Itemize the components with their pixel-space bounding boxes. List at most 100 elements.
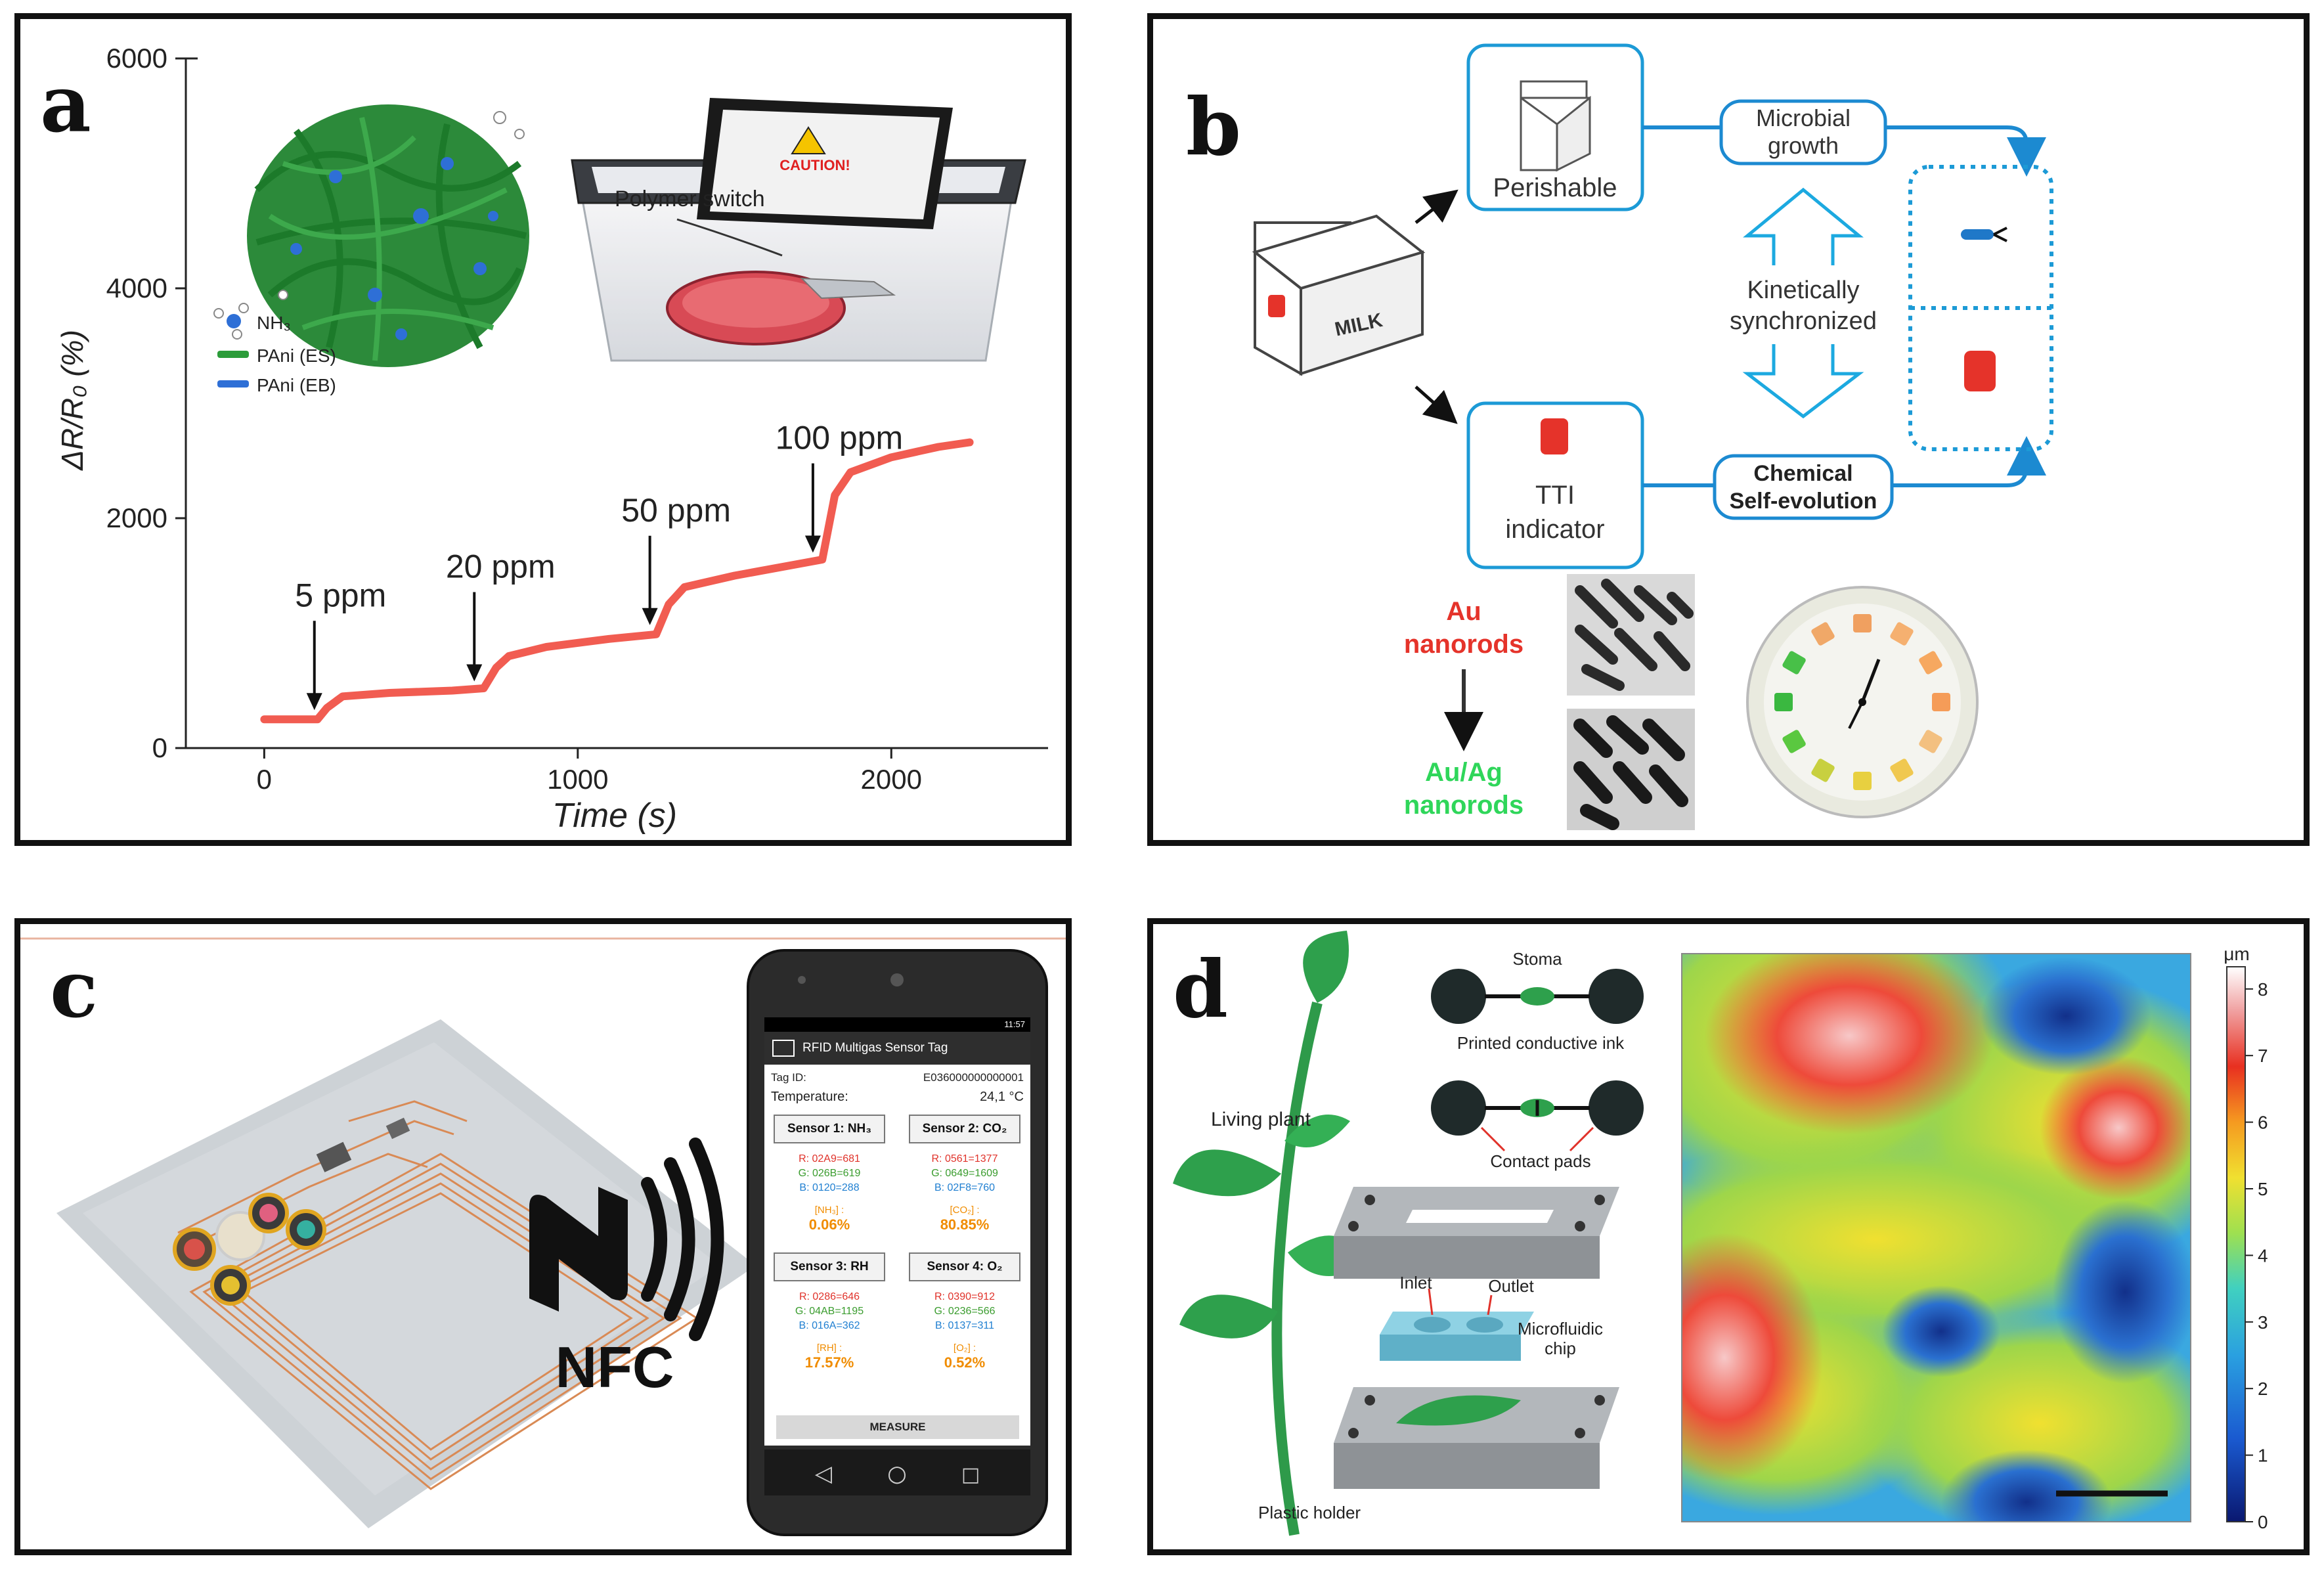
clock-indicator-square <box>1782 730 1806 753</box>
kinetic-label-2: synchronized <box>1730 307 1877 335</box>
tti-red-cube-icon <box>1541 418 1568 454</box>
tem-image-au <box>1567 574 1695 696</box>
sensor-3-value: 17.57% <box>804 1354 854 1371</box>
sensor-1-value: 0.06% <box>808 1216 850 1233</box>
tti-label-1: TTI <box>1535 481 1575 510</box>
sensor-1-title[interactable]: Sensor 1: NH₃ <box>774 1115 885 1143</box>
panel-letter-c: c <box>50 943 99 1036</box>
nav-home-icon[interactable]: ○ <box>887 1461 907 1487</box>
clock-indicator-square <box>1853 614 1872 632</box>
sensor-2-g: G: 0649=1609 <box>931 1168 998 1179</box>
plastic-holder-bottom-plate <box>1334 1387 1619 1489</box>
microbial-label-1: Microbial <box>1756 104 1851 131</box>
panel-d-figure: Living plant Stoma Printed conductive in… <box>1173 931 2268 1536</box>
x-tick-label: 2000 <box>861 764 922 795</box>
bacteria-icon <box>1961 227 2007 242</box>
status-time: 11:57 <box>1004 1019 1025 1029</box>
sensor-1-label: [NH₃] : <box>814 1205 844 1216</box>
sensor-2-label: [CO₂] : <box>950 1205 980 1216</box>
polymer-switch-label: Polymer switch <box>615 187 765 211</box>
measure-button[interactable]: MEASURE <box>776 1415 1019 1439</box>
clock-indicator-square <box>1932 693 1950 711</box>
sensor-2-value: 80.85% <box>940 1216 990 1233</box>
y-tick-label: 6000 <box>106 43 167 74</box>
tti-label-2: indicator <box>1505 515 1604 544</box>
colorbar-tick-label: 4 <box>2258 1245 2268 1266</box>
food-container-illustration: CAUTION! Polymer switch <box>571 98 1026 362</box>
clock-indicator-square <box>1782 651 1806 675</box>
sensor-4-title[interactable]: Sensor 4: O₂ <box>909 1252 1020 1281</box>
app-title-bar: RFID Multigas Sensor Tag <box>764 1032 1030 1065</box>
panel-b: b Perishable TTI indicator MILK <box>1147 13 2310 846</box>
outlet-label: Outlet <box>1488 1276 1534 1296</box>
pani-cluster-illustration <box>247 104 529 367</box>
arrow-to-tti <box>1414 386 1458 424</box>
perishable-label: Perishable <box>1493 173 1617 202</box>
annotation-label: 100 ppm <box>776 420 904 456</box>
sensor-4-label: [O₂] : <box>953 1342 976 1354</box>
printed-ink-label: Printed conductive ink <box>1457 1033 1625 1053</box>
status-bar: 11:57 <box>764 1017 1030 1032</box>
sensor-4-value: 0.52% <box>944 1354 986 1371</box>
microfluidic-label-1: Microfluidic <box>1518 1319 1603 1339</box>
sensor-1-g: G: 026B=619 <box>798 1168 861 1179</box>
colorimetric-clock-dial <box>1746 586 1979 818</box>
phone-caution-text: CAUTION! <box>779 157 850 173</box>
tem-image-auag <box>1567 709 1695 830</box>
chart-axes <box>185 57 1048 749</box>
panel-letter-b: b <box>1186 81 1241 173</box>
rfid-sensor-tag <box>56 1019 756 1528</box>
output-red-cube-icon <box>1964 351 1996 391</box>
tti-flow-line <box>1642 436 2046 487</box>
temperature-label: Temperature: <box>771 1090 848 1104</box>
clock-indicator-square <box>1811 759 1835 782</box>
annotation-arrowhead <box>466 664 483 682</box>
chemical-label-1: Chemical <box>1753 461 1853 486</box>
nav-back-icon[interactable]: ◁ <box>815 1461 833 1487</box>
panel-c: c <box>14 918 1072 1555</box>
nfc-icon <box>529 1138 724 1341</box>
chemical-label-2: Self-evolution <box>1730 489 1877 514</box>
data-series-line <box>260 438 974 724</box>
living-plant-illustration <box>1173 931 1363 1536</box>
smartphone-icon: CAUTION! <box>697 98 953 229</box>
sensor-2-b: B: 02F8=760 <box>934 1182 996 1193</box>
legend-swatch-pani-eb <box>217 380 249 387</box>
kinetic-label-1: Kinetically <box>1747 277 1859 304</box>
nfc-label: NFC <box>556 1335 674 1400</box>
x-tick-label: 1000 <box>547 764 608 795</box>
perishable-flow-line <box>1642 125 2046 177</box>
tag-id-label: Tag ID: <box>771 1071 806 1084</box>
annotation-label: 50 ppm <box>621 492 731 529</box>
phone-screen: 11:57 RFID Multigas Sensor Tag Tag ID: E… <box>764 1017 1030 1446</box>
microfluidic-chip <box>1380 1288 1534 1361</box>
sensor-3-label: [RH] : <box>816 1342 843 1354</box>
clock-indicator-square <box>1919 651 1942 675</box>
nh3-molecule-icon <box>213 303 249 340</box>
living-plant-label: Living plant <box>1211 1109 1311 1130</box>
colorbar-tick-label: 5 <box>2258 1179 2268 1199</box>
clock-indicator-square <box>1853 772 1872 790</box>
nav-recent-icon[interactable]: □ <box>961 1463 980 1486</box>
surface-height-map <box>1682 954 2191 1522</box>
stoma-electrode-diagram-1 <box>1431 969 1644 1024</box>
clock-indicator-square <box>1774 693 1793 711</box>
colorbar <box>2226 966 2246 1522</box>
annotation-arrowhead <box>306 693 322 711</box>
sensor-2-title[interactable]: Sensor 2: CO₂ <box>909 1115 1020 1143</box>
clock-indicator-square <box>1890 622 1914 646</box>
colorbar-unit: μm <box>2224 944 2249 964</box>
legend-label-pani-es: PAni (ES) <box>257 345 336 366</box>
chemical-evolution-box <box>1713 454 1894 520</box>
sensor-3-title[interactable]: Sensor 3: RH <box>774 1252 885 1281</box>
sensor-4-b: B: 0137=311 <box>934 1320 994 1331</box>
temperature-value: 24,1 °C <box>980 1090 1024 1104</box>
contact-pads-label: Contact pads <box>1490 1151 1590 1171</box>
plastic-holder-top-plate <box>1334 1187 1619 1279</box>
colorbar-tick-label: 2 <box>2258 1379 2268 1399</box>
microbial-label-2: growth <box>1768 132 1839 159</box>
annotation-label: 20 ppm <box>446 548 556 585</box>
